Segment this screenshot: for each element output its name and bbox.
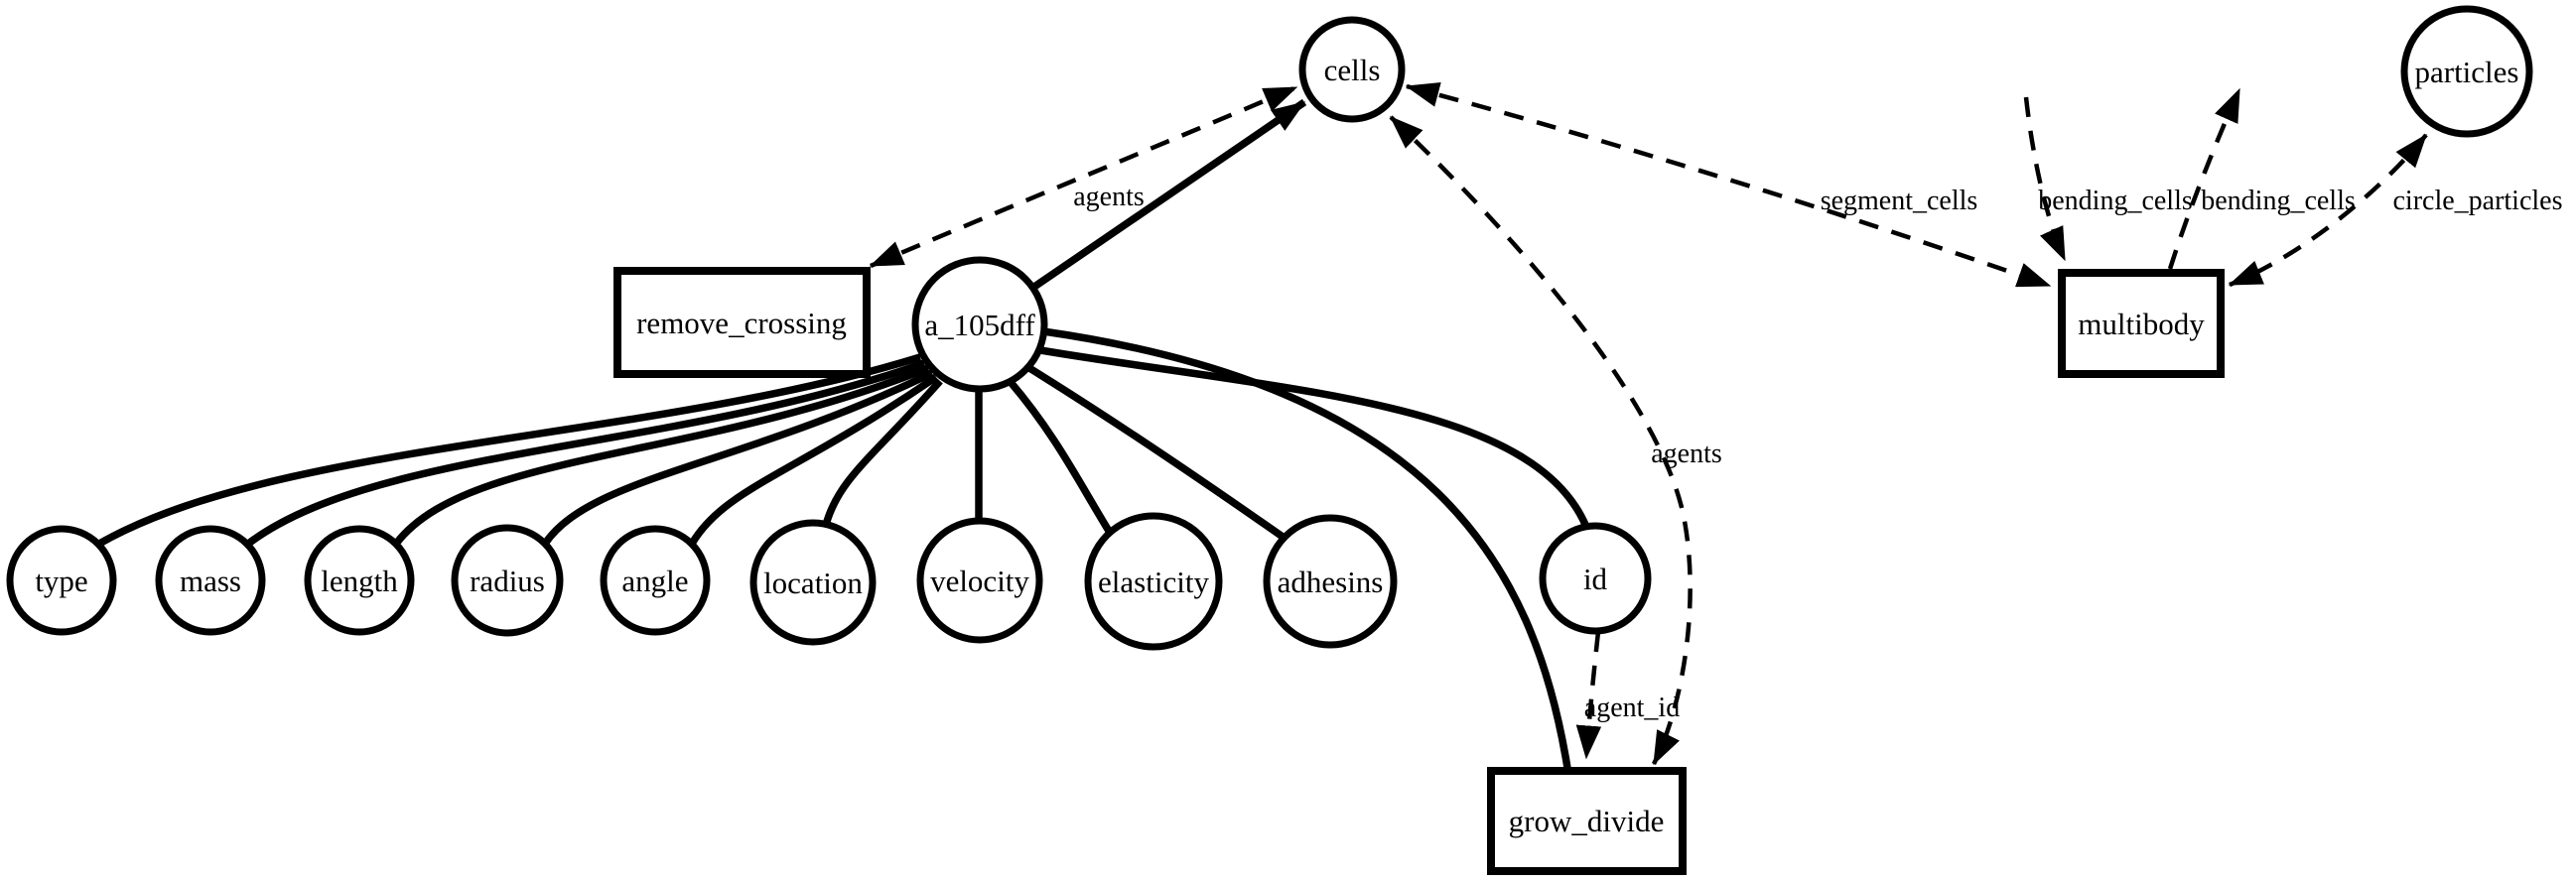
remove-crossing-label: remove_crossing bbox=[636, 306, 847, 340]
node-radius: radius bbox=[451, 524, 564, 637]
angle-circle bbox=[600, 525, 711, 636]
mass-circle bbox=[155, 525, 266, 636]
type-label: type bbox=[35, 564, 87, 598]
edge-label-agents-top: agents bbox=[1073, 182, 1145, 212]
edge-label-bending-cells-left: bending_cells bbox=[2038, 186, 2193, 216]
type-circle bbox=[6, 525, 117, 636]
particles-label: particles bbox=[2414, 55, 2518, 89]
length-circle bbox=[304, 525, 415, 636]
edge-label-agents-right: agents bbox=[1651, 439, 1722, 469]
node-remove-crossing: remove_crossing bbox=[613, 267, 871, 378]
node-mass: mass bbox=[155, 525, 266, 636]
edge-label-segment-cells: segment_cells bbox=[1821, 186, 1978, 216]
node-grow-divide: grow_divide bbox=[1487, 767, 1687, 875]
edge-bending-cells-left bbox=[2023, 96, 2068, 262]
edge-multibody-particles bbox=[2228, 133, 2428, 288]
particles-circle bbox=[2400, 5, 2533, 138]
angle-label: angle bbox=[621, 564, 688, 598]
location-circle bbox=[749, 519, 877, 646]
a105dff-label: a_105dff bbox=[924, 308, 1035, 342]
edge-a105dff-angle bbox=[688, 373, 939, 546]
node-multibody: multibody bbox=[2058, 269, 2225, 378]
grow-divide-label: grow_divide bbox=[1509, 804, 1665, 838]
edge-label-bending-cells-right: bending_cells bbox=[2201, 186, 2356, 216]
a105dff-circle bbox=[911, 256, 1048, 393]
edge-a105dff-length bbox=[393, 364, 930, 547]
multibody-label: multibody bbox=[2078, 307, 2205, 341]
edge-label-agent-id: agent_id bbox=[1584, 693, 1680, 723]
adhesins-circle bbox=[1263, 514, 1398, 649]
edge-label-circle-particles: circle_particles bbox=[2392, 186, 2562, 216]
node-angle: angle bbox=[600, 525, 711, 636]
node-id: id bbox=[1539, 522, 1652, 635]
node-adhesins: adhesins bbox=[1263, 514, 1398, 649]
node-location: location bbox=[749, 519, 877, 646]
cells-circle bbox=[1298, 16, 1406, 123]
velocity-circle bbox=[916, 517, 1043, 644]
edge-bending-cells-right bbox=[2167, 87, 2242, 270]
id-label: id bbox=[1583, 562, 1608, 596]
radius-label: radius bbox=[470, 564, 545, 598]
edge-a105dff-mass bbox=[245, 359, 926, 547]
edge-cells-remove-crossing bbox=[869, 84, 1298, 269]
node-a105dff: a_105dff bbox=[911, 256, 1048, 393]
multibody-rect bbox=[2058, 269, 2225, 378]
mass-label: mass bbox=[180, 564, 241, 598]
grow-divide-rect bbox=[1487, 767, 1687, 875]
node-length: length bbox=[304, 525, 415, 636]
velocity-label: velocity bbox=[930, 564, 1029, 598]
edge-labels: agents agents agent_id segment_cells ben… bbox=[1073, 182, 2562, 723]
node-particles: particles bbox=[2400, 5, 2533, 138]
edge-a105dff-id bbox=[1039, 346, 1590, 529]
edge-cells-multibody bbox=[1405, 81, 2052, 289]
edges bbox=[97, 81, 2428, 769]
elasticity-label: elasticity bbox=[1098, 565, 1209, 599]
remove-crossing-rect bbox=[613, 267, 871, 378]
edge-a105dff-adhesins bbox=[1027, 364, 1288, 543]
adhesins-label: adhesins bbox=[1278, 565, 1384, 599]
location-label: location bbox=[763, 566, 863, 600]
edge-a105dff-radius bbox=[541, 369, 934, 547]
node-type: type bbox=[6, 525, 117, 636]
edge-a105dff-type bbox=[97, 353, 922, 548]
edge-a105dff-location bbox=[822, 378, 943, 527]
edge-id-grow-divide bbox=[1575, 631, 1602, 760]
elasticity-circle bbox=[1084, 512, 1223, 651]
node-cells: cells bbox=[1298, 16, 1406, 123]
cells-label: cells bbox=[1324, 53, 1381, 87]
length-label: length bbox=[321, 564, 398, 598]
edge-a105dff-elasticity bbox=[1007, 378, 1116, 538]
id-circle bbox=[1539, 522, 1652, 635]
node-velocity: velocity bbox=[916, 517, 1043, 644]
nodes: cells particles remove_crossing a_105dff… bbox=[6, 5, 2533, 875]
node-elasticity: elasticity bbox=[1084, 512, 1223, 651]
radius-circle bbox=[451, 524, 564, 637]
